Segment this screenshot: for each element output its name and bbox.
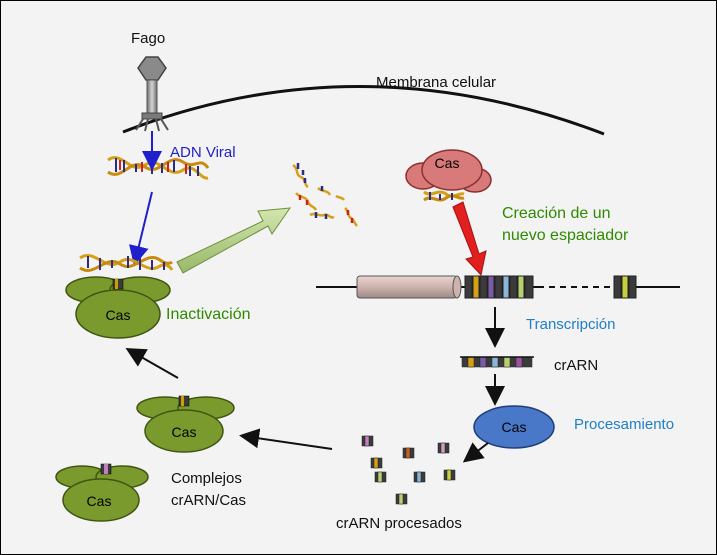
return-arrow [125, 348, 179, 379]
transcripcion-label: Transcripción [526, 316, 616, 333]
inactivation-arrow [129, 191, 153, 266]
bound-dna-icon [79, 254, 174, 272]
cas-enzyme-processing [473, 405, 555, 449]
complejos-label-1: Complejos [171, 470, 242, 487]
fragments-arrow [462, 442, 489, 463]
dna-fragments-icon [292, 163, 358, 227]
crarn-label: crARN [554, 357, 599, 374]
cas-complex-bottom [55, 463, 149, 522]
complejos-label-2: crARN/Cas [171, 492, 247, 509]
new-spacer-arrow [452, 201, 487, 277]
crispr-spacer-array [464, 275, 637, 299]
crarn-transcript [460, 356, 534, 368]
phage-icon [135, 56, 169, 132]
membrana-label: Membrana celular [376, 74, 497, 91]
cas-label-bottom: Cas [87, 493, 112, 509]
processed-crarn-fragments [361, 435, 456, 505]
fago-label: Fago [131, 30, 166, 47]
assembly-arrow [239, 428, 333, 450]
degradation-arrow [176, 207, 292, 274]
cas-enzyme-spacer [405, 149, 492, 202]
crarn-procesados-label: crARN procesados [336, 515, 462, 532]
procesamiento-label: Procesamiento [574, 416, 675, 433]
cas-label-processing: Cas [502, 419, 527, 435]
cas-label-inactivation: Cas [106, 307, 131, 323]
cell-membrane [122, 85, 605, 136]
cas-label-spacer: Cas [435, 155, 460, 171]
adn-viral-label: ADN Viral [170, 144, 236, 161]
cas-gene-bar [356, 275, 462, 299]
cas-complex-inactivation [65, 276, 171, 339]
creacion-label-2: nuevo espaciador [502, 227, 629, 244]
cas-complex-middle [136, 395, 235, 453]
creacion-label-1: Creación de un [502, 205, 611, 222]
cas-label-middle: Cas [172, 424, 197, 440]
inactivacion-label: Inactivación [166, 306, 251, 323]
